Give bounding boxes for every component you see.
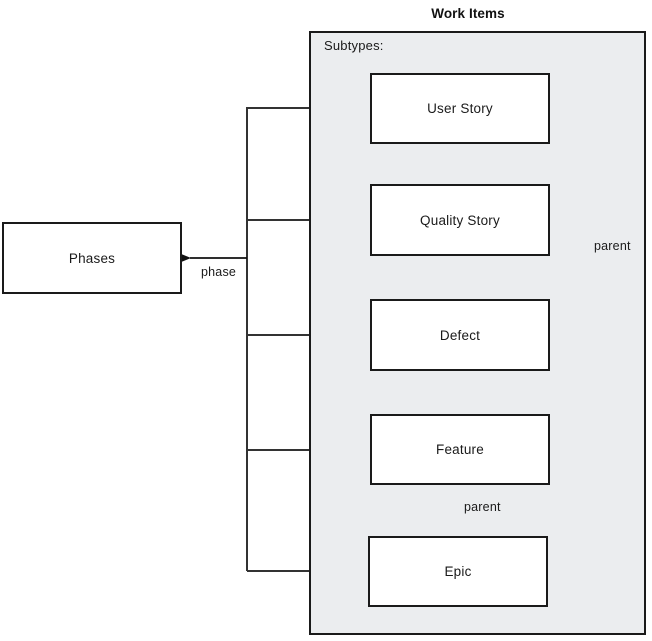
node-feature-label: Feature — [436, 442, 484, 457]
edge-label-parent-right: parent — [594, 239, 631, 253]
node-epic[interactable]: Epic — [368, 536, 548, 607]
node-quality-story[interactable]: Quality Story — [370, 184, 550, 256]
node-phases-label: Phases — [68, 250, 116, 266]
node-phases[interactable]: Phases — [2, 222, 182, 294]
subtypes-label: Subtypes: — [324, 38, 384, 53]
node-user-story[interactable]: User Story — [370, 73, 550, 144]
edge-label-parent-down: parent — [464, 500, 501, 514]
node-user-story-label: User Story — [427, 101, 493, 116]
node-quality-story-label: Quality Story — [420, 212, 500, 228]
node-defect-label: Defect — [439, 327, 481, 343]
node-epic-label: Epic — [444, 564, 472, 579]
node-feature[interactable]: Feature — [370, 414, 550, 485]
edge-label-phase: phase — [201, 265, 237, 279]
node-defect[interactable]: Defect — [370, 299, 550, 371]
page-title: Work Items — [431, 6, 505, 21]
